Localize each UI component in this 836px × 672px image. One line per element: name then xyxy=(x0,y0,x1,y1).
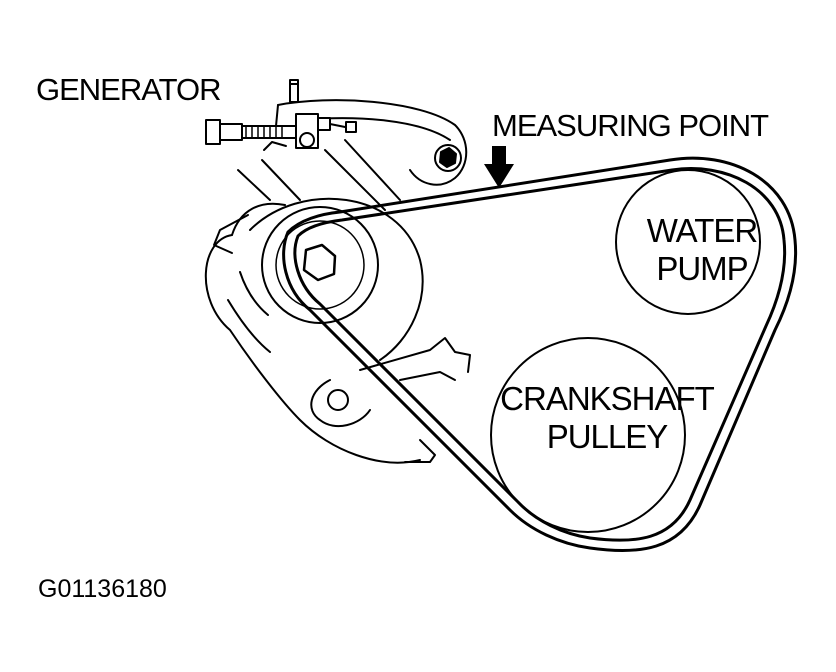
crankshaft-pulley xyxy=(490,337,686,533)
label-measuring-point: MEASURING POINT xyxy=(492,108,769,143)
drive-belt xyxy=(282,156,798,553)
figure-code: G01136180 xyxy=(38,575,167,603)
label-crankshaft-pulley: CRANKSHAFT PULLEY xyxy=(487,380,727,456)
label-water-pump-line-2: PUMP xyxy=(656,250,748,287)
measuring-point-arrow xyxy=(484,146,514,188)
label-crankshaft-pulley-line-1: CRANKSHAFT xyxy=(500,380,715,417)
label-crankshaft-pulley-line-2: PULLEY xyxy=(546,418,669,455)
label-water-pump: WATER PUMP xyxy=(622,212,782,288)
label-generator: GENERATOR xyxy=(36,72,221,107)
label-water-pump-line-1: WATER xyxy=(646,212,758,249)
generator-body xyxy=(204,139,471,464)
adjusting-bolt xyxy=(205,113,357,151)
